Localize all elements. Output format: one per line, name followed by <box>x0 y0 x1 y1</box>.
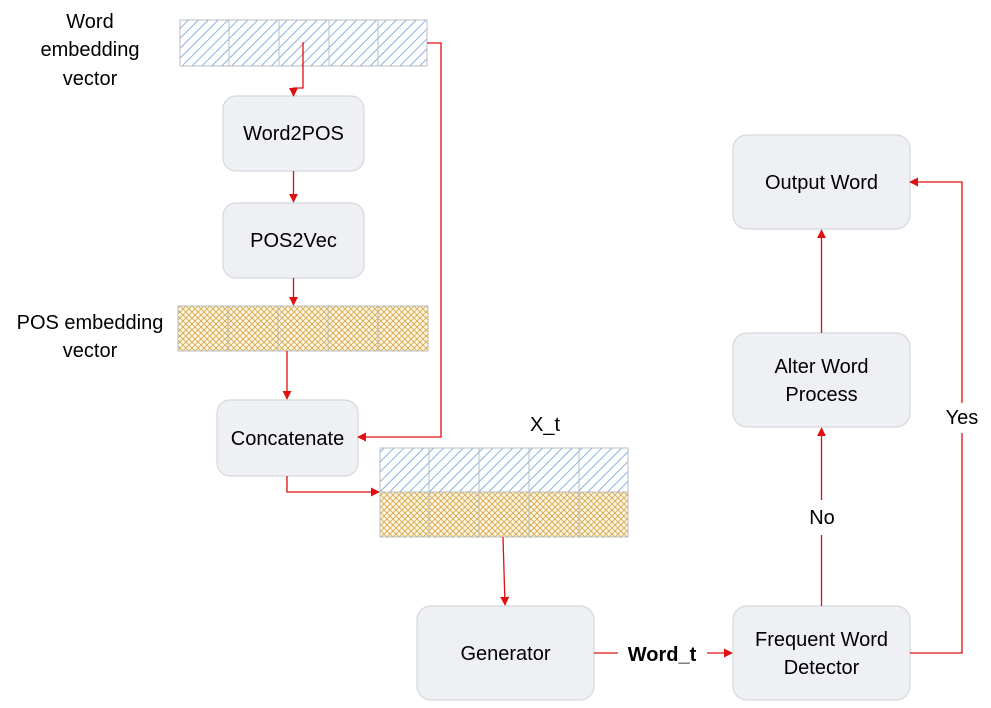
pos2vec-label: POS2Vec <box>250 230 337 252</box>
concatenate-node: Concatenate <box>216 399 359 477</box>
edge-detector-to-output-yes <box>910 182 963 654</box>
frequent-word-detector-node: Frequent Word Detector <box>732 605 911 701</box>
xt-vector <box>379 447 629 538</box>
word-embedding-label-line2: embedding <box>41 39 140 61</box>
edge-concatenate-to-xt <box>286 476 380 497</box>
word-embedding-label-line3: vector <box>63 68 118 90</box>
edge-xt-to-generator <box>500 536 510 606</box>
alter-word-process-label-line1: Alter Word <box>774 356 868 378</box>
pos2vec-node: POS2Vec <box>222 202 365 279</box>
pos-embedding-label-line1: POS embedding <box>17 312 164 334</box>
pos-embedding-label-line2: vector <box>63 340 118 362</box>
word2pos-node: Word2POS <box>222 95 365 172</box>
edge-word-vector-to-word2pos <box>288 42 304 97</box>
frequent-word-detector-label-line2: Detector <box>784 657 860 679</box>
alter-word-process-node: Alter Word Process <box>732 332 911 428</box>
output-word-node: Output Word <box>732 134 911 230</box>
frequent-word-detector-label-line1: Frequent Word <box>755 629 888 651</box>
edge-word-vector-to-concatenate <box>357 42 442 442</box>
pos-embedding-vector <box>177 305 429 352</box>
word-embedding-label-line1: Word <box>66 11 113 33</box>
no-label: No <box>809 507 835 529</box>
alter-word-process-label-line2: Process <box>785 384 857 406</box>
output-word-label: Output Word <box>765 172 878 194</box>
generator-node: Generator <box>416 605 595 701</box>
yes-label: Yes <box>946 407 979 429</box>
word2pos-label: Word2POS <box>243 123 344 145</box>
concatenate-label: Concatenate <box>231 428 344 450</box>
generator-label: Generator <box>460 643 550 665</box>
xt-label: X_t <box>530 414 560 436</box>
word-t-label: Word_t <box>628 644 697 666</box>
word-embedding-vector <box>179 19 428 67</box>
